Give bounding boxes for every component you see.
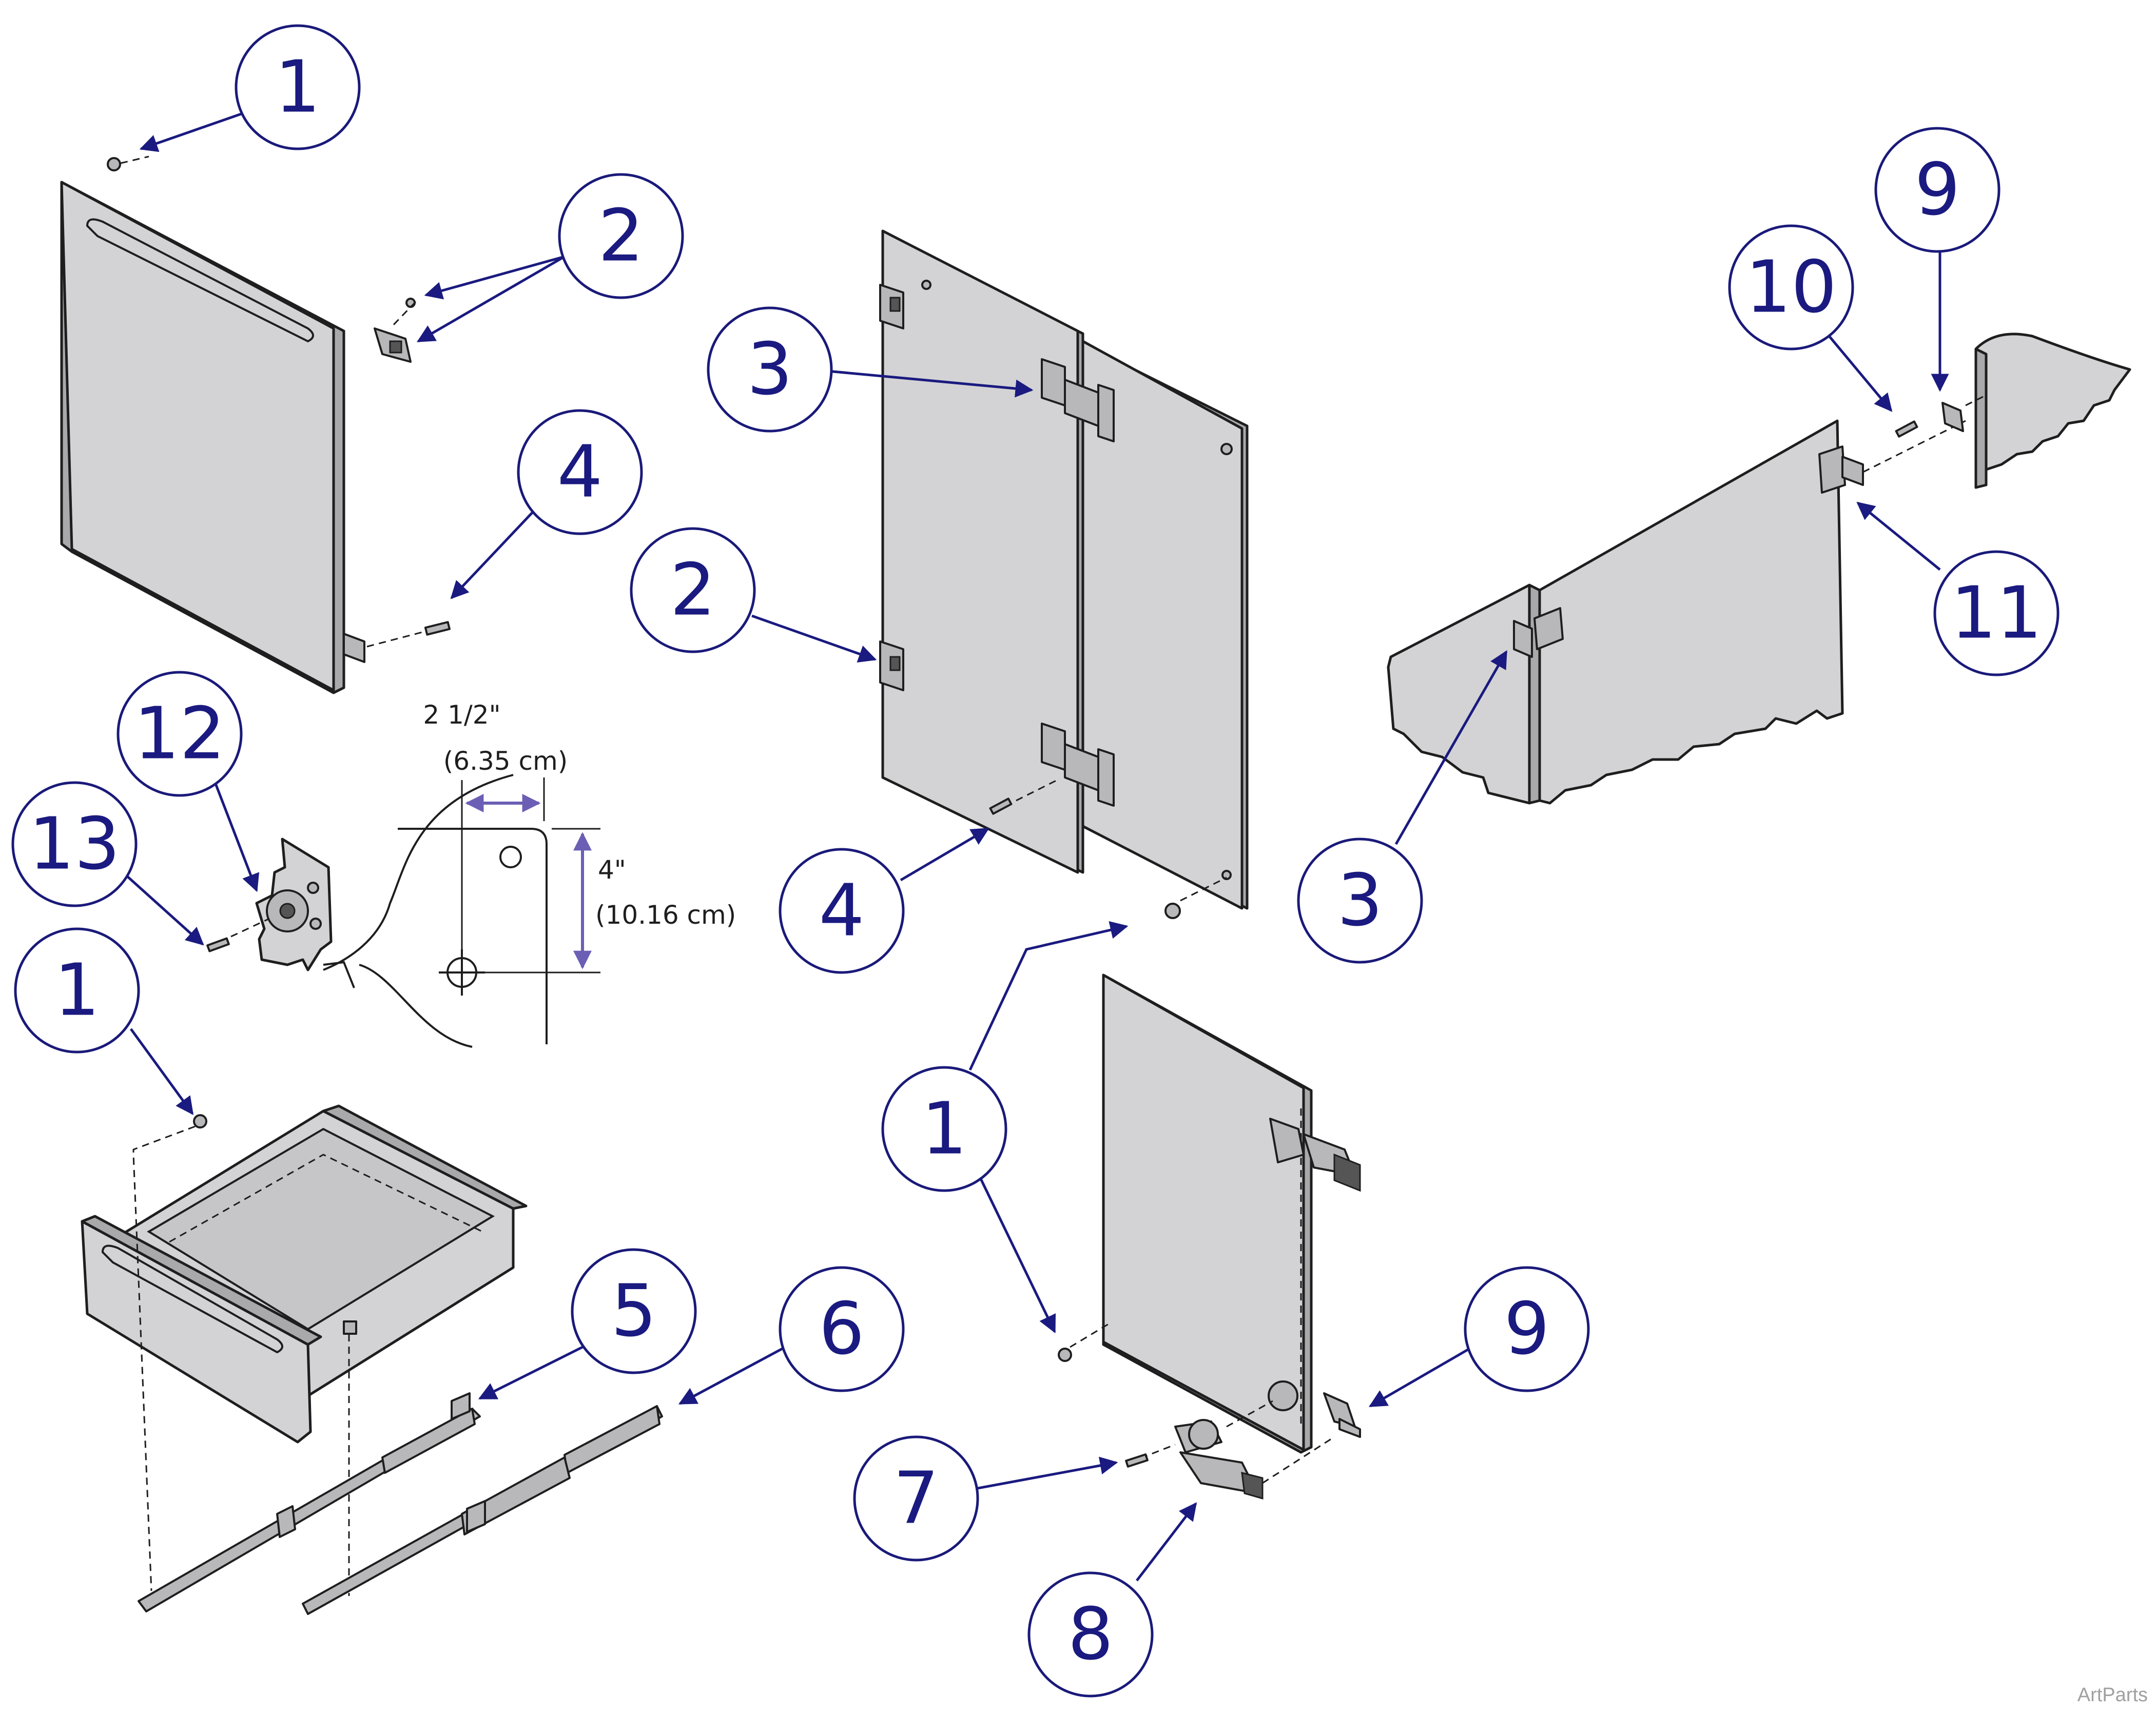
- svg-text:1: 1: [921, 1087, 967, 1171]
- svg-text:1: 1: [54, 949, 100, 1033]
- svg-text:2: 2: [598, 194, 644, 278]
- drawer-front-panel-upper-left: [60, 155, 451, 694]
- svg-text:9: 9: [1914, 148, 1960, 232]
- height-metric-label: (10.16 cm): [595, 900, 736, 930]
- mount-bracket-upper: [879, 284, 904, 329]
- svg-text:4: 4: [819, 869, 864, 953]
- callout-4-left: 4: [517, 409, 643, 535]
- height-label: 4": [598, 855, 626, 885]
- hinge-3-center-lower: [1041, 723, 1115, 807]
- svg-text:8: 8: [1067, 1593, 1113, 1677]
- hinge-detail-assembly: [206, 838, 333, 971]
- watermark-text: ArtParts: [2077, 1684, 2148, 1706]
- svg-text:1: 1: [275, 46, 320, 129]
- door-panel-lower-center: [1058, 974, 1361, 1454]
- callout-6: 6: [779, 1266, 905, 1392]
- drawer-slide-5: [138, 1392, 481, 1612]
- bumper-pad-lower: [1058, 1348, 1072, 1362]
- callout-11: 11: [1933, 550, 2060, 676]
- callout-4-center: 4: [779, 848, 905, 974]
- cabinet-top-right-corner: [1895, 333, 2131, 489]
- hinge-11-mount: [1818, 445, 1864, 494]
- callout-9-upper: 9: [1874, 127, 2000, 253]
- callout-10: 10: [1728, 224, 1854, 351]
- leader-lines: [125, 112, 1949, 1582]
- callout-12: 12: [116, 671, 243, 797]
- callout-1-top-left: 1: [235, 24, 361, 150]
- callout-7: 7: [853, 1435, 979, 1562]
- callout-1-center: 1: [881, 1066, 1007, 1192]
- callout-5: 5: [571, 1248, 697, 1374]
- svg-text:2: 2: [670, 549, 715, 632]
- svg-text:11: 11: [1951, 572, 2042, 655]
- callout-2-top-left: 2: [558, 173, 684, 299]
- screw-4-upper: [424, 621, 451, 636]
- drawer-box-lower-left: [81, 1104, 528, 1596]
- catch-plate-9-lower: [1323, 1392, 1361, 1438]
- callout-8: 8: [1027, 1571, 1154, 1698]
- screw-10: [1895, 420, 1918, 438]
- screw-7: [1125, 1453, 1149, 1468]
- bumper-pad-center: [1164, 903, 1181, 919]
- bumper-pad-1: [107, 157, 121, 171]
- svg-text:12: 12: [134, 692, 225, 776]
- drawer-slide-mount: [343, 1320, 357, 1335]
- hinge-hole-detail-view: 2 1/2" (6.35 cm) 4" (10.16 cm): [323, 700, 736, 1048]
- concealed-hinge-8: [1174, 1400, 1335, 1500]
- svg-text:4: 4: [557, 431, 603, 514]
- callout-13: 13: [11, 781, 138, 907]
- callout-1-drawer: 1: [14, 927, 140, 1054]
- callout-3-right: 3: [1297, 838, 1423, 964]
- mount-bracket-lower: [879, 640, 904, 691]
- hinge-bracket-lower: [343, 633, 365, 663]
- width-metric-label: (6.35 cm): [443, 746, 568, 776]
- bumper-pad-drawer: [193, 1114, 207, 1128]
- double-door-panels-center: [879, 229, 1249, 919]
- svg-text:6: 6: [819, 1288, 864, 1371]
- catch-plate-9-upper: [1941, 402, 1964, 432]
- hinge-bracket-upper: [374, 298, 416, 363]
- screw-13: [206, 937, 230, 952]
- hinge-cup-hole: [1268, 1380, 1298, 1411]
- width-label: 2 1/2": [423, 700, 500, 730]
- svg-text:9: 9: [1504, 1288, 1549, 1371]
- cabinet-side-right: [1387, 419, 1966, 805]
- callout-2-center: 2: [630, 527, 756, 653]
- svg-text:13: 13: [29, 803, 120, 886]
- screw-4-center: [989, 797, 1013, 815]
- svg-text:3: 3: [747, 328, 792, 412]
- callout-9-lower: 9: [1464, 1266, 1590, 1392]
- svg-text:3: 3: [1337, 859, 1383, 943]
- drawer-slide-6: [302, 1405, 663, 1615]
- hinge-3-right: [1513, 607, 1564, 658]
- svg-text:7: 7: [893, 1457, 939, 1541]
- concealed-hinge-upper: [1269, 1118, 1361, 1192]
- hinge-3-center: [1041, 358, 1115, 442]
- svg-text:10: 10: [1745, 246, 1837, 329]
- svg-text:5: 5: [611, 1270, 656, 1353]
- callout-3-center: 3: [707, 306, 833, 433]
